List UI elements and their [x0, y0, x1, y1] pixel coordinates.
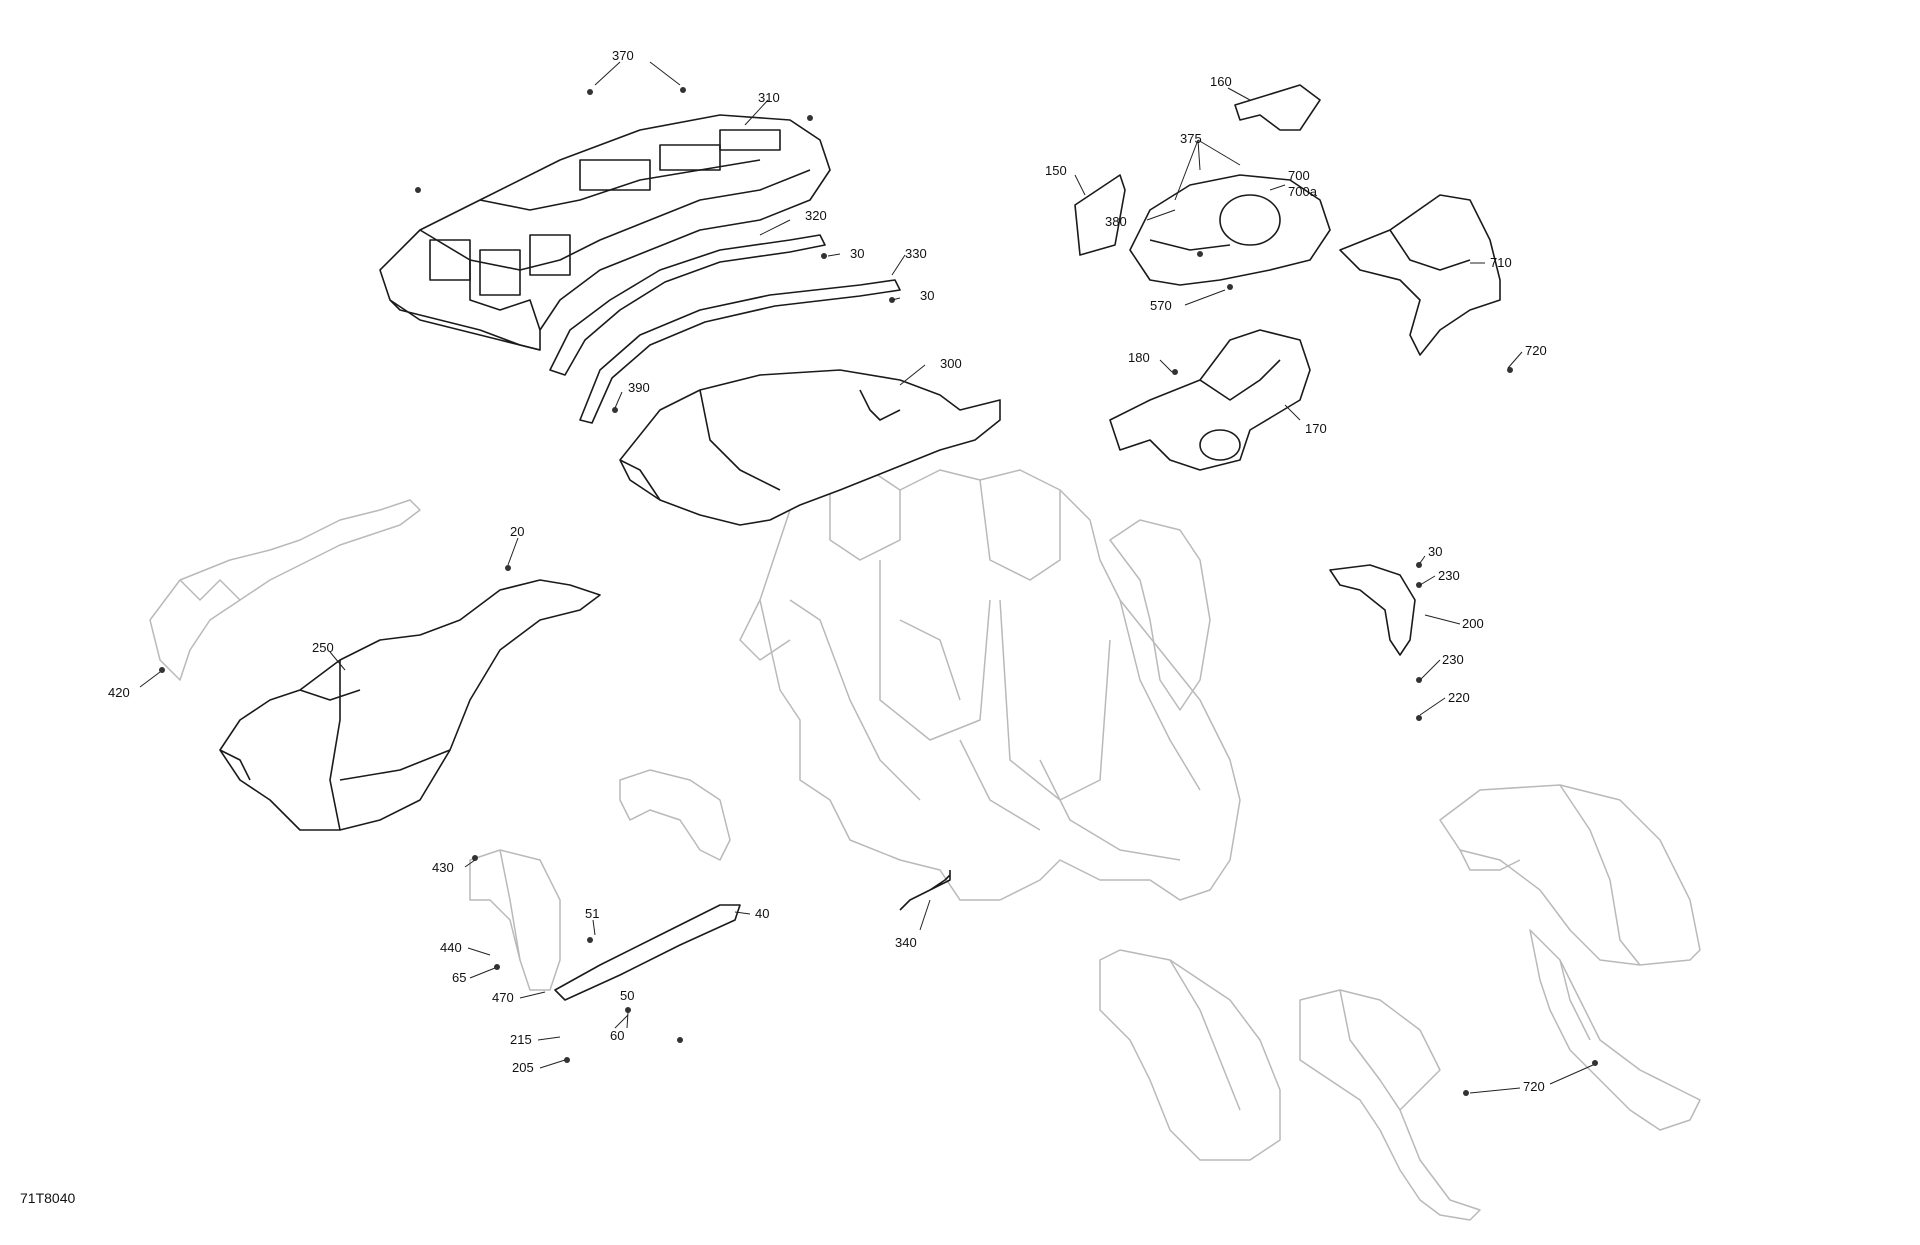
- side-bracket-200: [1329, 564, 1416, 656]
- label-300: 300: [940, 356, 962, 371]
- label-570: 570: [1150, 298, 1172, 313]
- bracket-340: [899, 870, 951, 911]
- label-390: 390: [628, 380, 650, 395]
- footrest-bracket-40: [554, 904, 741, 1001]
- label-215: 215: [510, 1032, 532, 1047]
- dash-170: [1109, 329, 1311, 471]
- label-65: 65: [452, 970, 466, 985]
- label-420: 420: [108, 685, 130, 700]
- part-labels: 370 310 320 30 330 30 390 300 160 375 15…: [108, 48, 1547, 1094]
- label-720-b: 720: [1523, 1079, 1545, 1094]
- front-fender-support-250: [219, 579, 601, 831]
- label-375: 375: [1180, 131, 1202, 146]
- label-170: 170: [1305, 421, 1327, 436]
- rack-rail-330: [579, 279, 901, 424]
- label-250: 250: [312, 640, 334, 655]
- label-710: 710: [1490, 255, 1512, 270]
- label-150: 150: [1045, 163, 1067, 178]
- leader-lines: [139, 61, 1594, 1094]
- label-440: 440: [440, 940, 462, 955]
- label-370: 370: [612, 48, 634, 63]
- cover-160: [1234, 84, 1321, 131]
- label-160: 160: [1210, 74, 1232, 89]
- fasteners: [159, 87, 1598, 1096]
- label-320: 320: [805, 208, 827, 223]
- label-180: 180: [1128, 350, 1150, 365]
- label-40: 40: [755, 906, 769, 921]
- handlebar-cover-700: [1129, 174, 1331, 286]
- label-220: 220: [1448, 690, 1470, 705]
- label-51: 51: [585, 906, 599, 921]
- label-30-b: 30: [920, 288, 934, 303]
- rear-fender-300: [619, 369, 1001, 526]
- label-20: 20: [510, 524, 524, 539]
- label-205: 205: [512, 1060, 534, 1075]
- label-340: 340: [895, 935, 917, 950]
- label-30-c: 30: [1428, 544, 1442, 559]
- label-380: 380: [1105, 214, 1127, 229]
- diagram-code: 71T8040: [20, 1190, 76, 1206]
- rear-rack-310: [379, 114, 831, 351]
- label-700a: 700a: [1288, 184, 1318, 199]
- label-230-a: 230: [1438, 568, 1460, 583]
- label-330: 330: [905, 246, 927, 261]
- label-60: 60: [610, 1028, 624, 1043]
- background-frame-drawing: [149, 469, 1701, 1221]
- label-470: 470: [492, 990, 514, 1005]
- label-430: 430: [432, 860, 454, 875]
- label-310: 310: [758, 90, 780, 105]
- label-50: 50: [620, 988, 634, 1003]
- label-230-b: 230: [1442, 652, 1464, 667]
- rack-rail-320: [549, 234, 826, 376]
- label-720-a: 720: [1525, 343, 1547, 358]
- label-700: 700: [1288, 168, 1310, 183]
- front-panel-710: [1339, 194, 1501, 356]
- label-30-a: 30: [850, 246, 864, 261]
- label-200: 200: [1462, 616, 1484, 631]
- side-panel-150: [1074, 174, 1126, 256]
